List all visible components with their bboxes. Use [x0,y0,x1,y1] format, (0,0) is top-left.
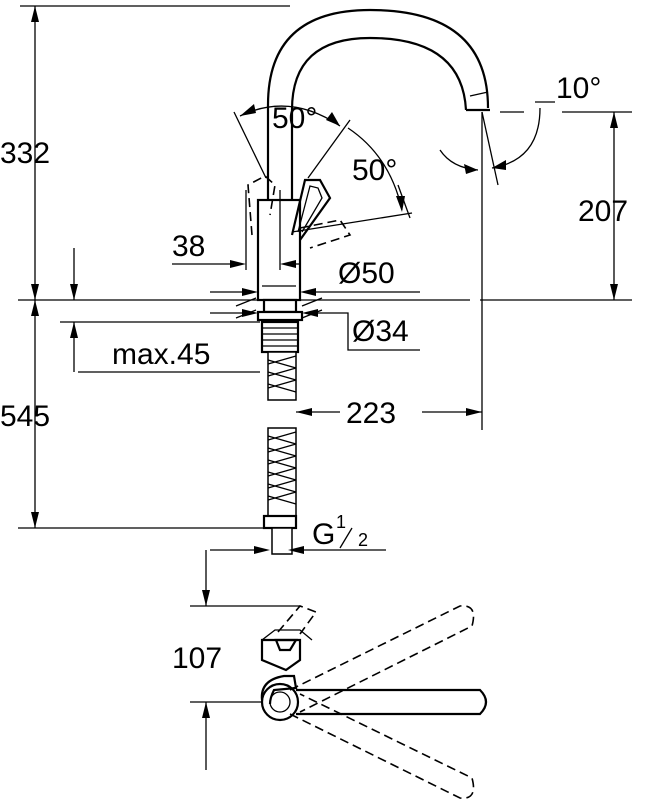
lever-angle-side-label: 50° [352,154,397,187]
max-thickness-label: max.45 [112,338,210,371]
lever-offset-label: 38 [172,230,205,263]
spout-reach-label: 223 [346,397,396,430]
spout-angle-label: 10° [556,72,601,105]
supply-hoses [262,351,298,555]
below-counter-label: 545 [0,400,50,433]
lever-angle-lines [233,104,411,219]
spout [266,8,490,200]
lever-angle-top-label: 50° [272,102,317,135]
hole-diameter-label: Ø34 [352,315,409,348]
connection-dimension [210,527,386,554]
plan-depth-label: 107 [172,642,222,675]
outlet-height-label: 207 [578,195,628,228]
plan-view [190,550,488,799]
connection-numerator: 1 [336,512,346,532]
faucet-body [256,178,332,354]
lever-offset-dimension [172,190,300,270]
reference-lines [18,299,632,529]
body-diameter-label: Ø50 [338,257,395,290]
lever-dashed-positions [247,175,413,249]
diameter-dimensions [210,288,420,351]
connection-letter: G [312,518,335,551]
counter-thickness-arrows [70,248,78,372]
spout-reach-dimension [296,408,482,416]
height-dimension-line [20,5,290,528]
spout-height-label: 332 [0,137,50,170]
outlet-height-dimension [562,111,632,300]
spout-angle-lines [439,101,555,430]
connection-denominator: 2 [358,530,368,550]
